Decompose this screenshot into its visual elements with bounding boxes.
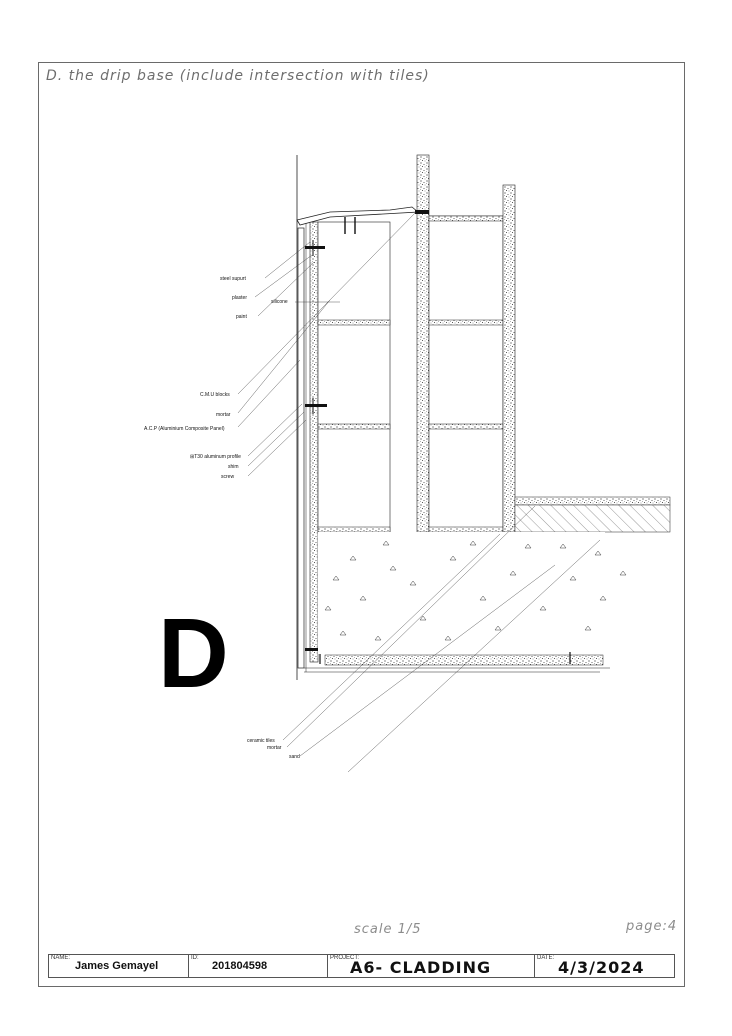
label-acp: A.C.P (Aluminium Composite Panel) (144, 426, 225, 432)
plaster-layer (309, 221, 319, 663)
ceramic-tiles (514, 496, 671, 506)
floor-mortar (514, 504, 671, 533)
project-name: A6- CLADDING (350, 958, 492, 977)
label-screw: screw (221, 474, 234, 480)
name-caption: NAME: (51, 955, 71, 961)
label-paint: paint (236, 314, 247, 320)
cmu-wall-left (317, 221, 391, 533)
label-plaster: plaster (232, 295, 247, 301)
label-cmu-blocks: C.M.U blocks (200, 392, 230, 398)
label-silicone: silicone (271, 299, 288, 305)
top-anchor (415, 210, 429, 214)
label-mortar-floor: mortar (267, 745, 282, 751)
project-date: 4/3/2024 (558, 958, 645, 977)
id-cell: ID: 201804598 (189, 955, 328, 977)
label-mortar: mortar (216, 412, 231, 418)
leader-lines (237, 211, 601, 773)
sand-fill (318, 532, 627, 654)
id-caption: ID: (191, 955, 199, 961)
detail-letter: D (158, 598, 229, 708)
sheet-title: D. the drip base (include intersection w… (46, 68, 430, 84)
date-caption: DATE: (537, 955, 555, 961)
project-caption: PROJECT: (330, 955, 360, 961)
page-number: page:4 (626, 919, 678, 934)
label-shim: shim (228, 464, 239, 470)
label-ceramic-tiles: ceramic tiles (247, 738, 275, 744)
scale-label: scale 1/5 (354, 922, 422, 937)
label-aluminum-profile: ⊞T30 aluminum profile (190, 454, 241, 460)
date-cell: DATE: 4/3/2024 (535, 955, 674, 977)
steel-support-brackets (305, 240, 327, 664)
label-sand: sand (289, 754, 300, 760)
student-id: 201804598 (212, 960, 268, 972)
project-cell: PROJECT: A6- CLADDING (328, 955, 535, 977)
student-name: James Gemayel (75, 960, 159, 972)
bottom-slab (324, 654, 604, 666)
label-steel-support: steel supurt (220, 276, 246, 282)
cmu-wall-right (428, 215, 504, 533)
right-wall-plaster (502, 184, 516, 533)
drawing-frame (38, 62, 685, 987)
top-flashing (296, 206, 420, 226)
acp-panel (297, 227, 305, 669)
title-block: NAME: James Gemayel ID: 201804598 PROJEC… (48, 954, 675, 978)
name-cell: NAME: James Gemayel (49, 955, 189, 977)
